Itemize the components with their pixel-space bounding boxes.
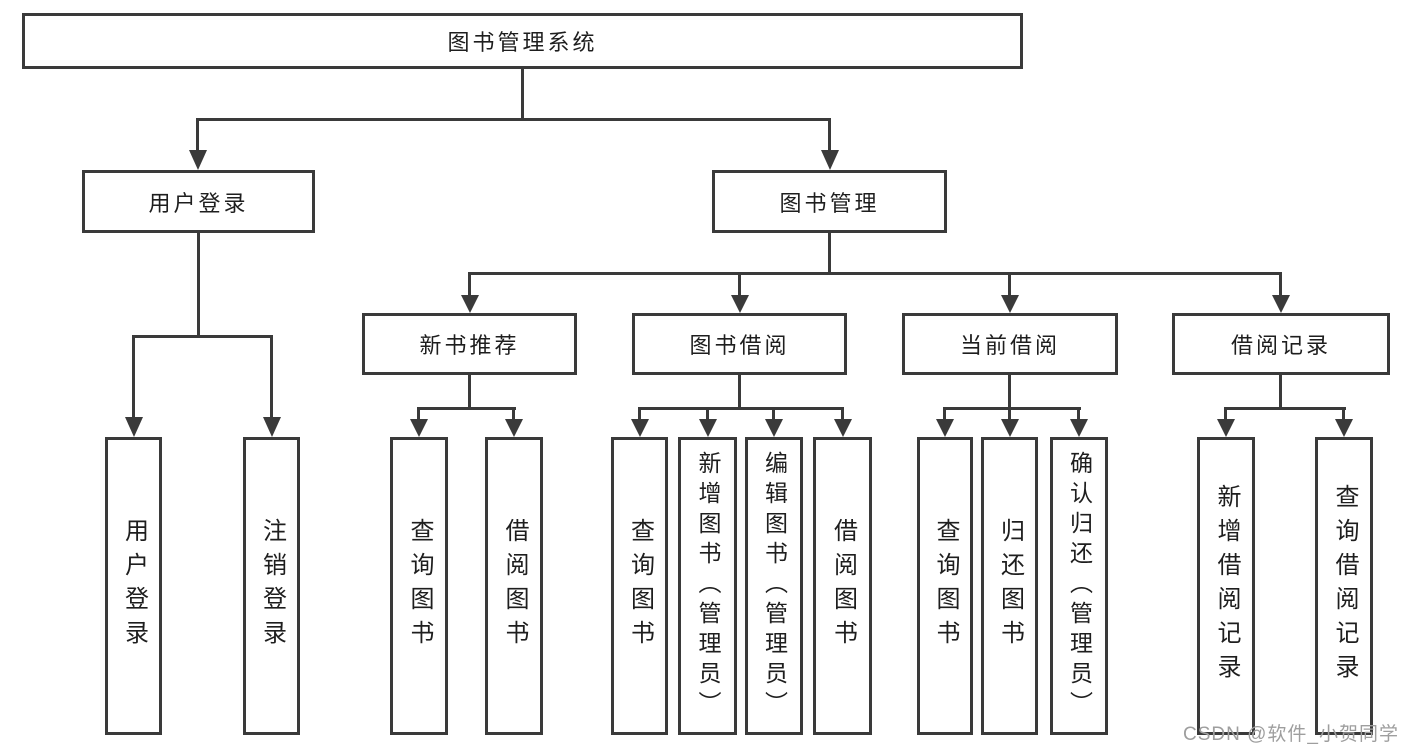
arrowhead-icon [125, 417, 143, 437]
leaf-label: 用户登录 [120, 518, 148, 654]
leaf-label: 查询借阅记录 [1331, 484, 1358, 688]
leaf-label: 新增借阅记录 [1213, 484, 1240, 688]
leaf-user-login: 用户登录 [105, 437, 162, 735]
connector-line [132, 335, 135, 419]
connector-line [417, 407, 420, 421]
connector-line [1008, 272, 1011, 296]
connector-line [1342, 407, 1345, 421]
connector-line [468, 272, 471, 296]
arrowhead-icon [410, 419, 428, 437]
leaf-logout: 注销登录 [243, 437, 300, 735]
connector-line [197, 233, 200, 335]
connector-line [468, 272, 1282, 275]
leaf-records-add-record: 新增借阅记录 [1197, 437, 1255, 735]
arrowhead-icon [699, 419, 717, 437]
connector-line [132, 335, 273, 338]
arrowhead-icon [631, 419, 649, 437]
csdn-watermark: CSDN @软件_小贺同学 [1183, 724, 1399, 745]
connector-line [772, 407, 775, 421]
connector-line [1077, 407, 1080, 421]
leaf-borrow-borrow-books: 借阅图书 [813, 437, 872, 735]
connector-line [1008, 375, 1011, 407]
connector-line [468, 375, 471, 407]
leaf-records-query-record: 查询借阅记录 [1315, 437, 1373, 735]
leaf-label: 查询图书 [406, 518, 433, 654]
leaf-label: 归还图书 [996, 518, 1024, 654]
connector-line [738, 375, 741, 407]
connector-line [1224, 407, 1227, 421]
arrowhead-icon [1335, 419, 1353, 437]
arrowhead-icon [1001, 419, 1019, 437]
connector-line [512, 407, 515, 421]
leaf-current-query-books: 查询图书 [917, 437, 973, 735]
connector-line [1279, 272, 1282, 296]
connector-line [1224, 407, 1346, 410]
leaf-label: 查询图书 [932, 518, 959, 654]
leaf-label: 确认归还（管理员） [1066, 451, 1093, 721]
node-user-login: 用户登录 [82, 170, 315, 233]
leaf-current-confirm-return-admin: 确认归还（管理员） [1050, 437, 1108, 735]
node-new-book-recommend: 新书推荐 [362, 313, 577, 375]
arrowhead-icon [731, 295, 749, 313]
leaf-current-return-books: 归还图书 [981, 437, 1038, 735]
connector-line [1008, 407, 1011, 421]
connector-line [638, 407, 844, 410]
arrowhead-icon [505, 419, 523, 437]
connector-line [196, 118, 199, 152]
arrowhead-icon [765, 419, 783, 437]
node-borrow-records: 借阅记录 [1172, 313, 1390, 375]
connector-line [943, 407, 946, 421]
arrowhead-icon [1070, 419, 1088, 437]
leaf-label: 查询图书 [626, 518, 654, 654]
leaf-label: 注销登录 [258, 518, 286, 654]
arrowhead-icon [263, 417, 281, 437]
connector-line [521, 69, 524, 118]
leaf-borrow-edit-books-admin: 编辑图书（管理员） [745, 437, 803, 735]
arrowhead-icon [821, 150, 839, 170]
connector-line [270, 335, 273, 419]
connector-line [828, 233, 831, 272]
connector-line [943, 407, 1081, 410]
connector-line [706, 407, 709, 421]
arrowhead-icon [461, 295, 479, 313]
arrowhead-icon [189, 150, 207, 170]
arrowhead-icon [936, 419, 954, 437]
connector-line [638, 407, 641, 421]
connector-line [196, 118, 831, 121]
leaf-label: 借阅图书 [829, 518, 857, 654]
leaf-recommend-borrow-books: 借阅图书 [485, 437, 543, 735]
arrowhead-icon [1001, 295, 1019, 313]
connector-line [828, 118, 831, 152]
leaf-label: 编辑图书（管理员） [761, 451, 788, 721]
node-book-management: 图书管理 [712, 170, 947, 233]
connector-line [1279, 375, 1282, 407]
leaf-borrow-query-books: 查询图书 [611, 437, 668, 735]
node-root: 图书管理系统 [22, 13, 1023, 69]
connector-line [841, 407, 844, 421]
node-current-borrow: 当前借阅 [902, 313, 1118, 375]
node-book-borrow: 图书借阅 [632, 313, 847, 375]
leaf-borrow-add-books-admin: 新增图书（管理员） [678, 437, 737, 735]
arrowhead-icon [1272, 295, 1290, 313]
leaf-label: 借阅图书 [501, 518, 528, 654]
leaf-label: 新增图书（管理员） [695, 451, 721, 721]
leaf-recommend-query-books: 查询图书 [390, 437, 448, 735]
arrowhead-icon [834, 419, 852, 437]
connector-line [417, 407, 516, 410]
connector-line [738, 272, 741, 296]
arrowhead-icon [1217, 419, 1235, 437]
